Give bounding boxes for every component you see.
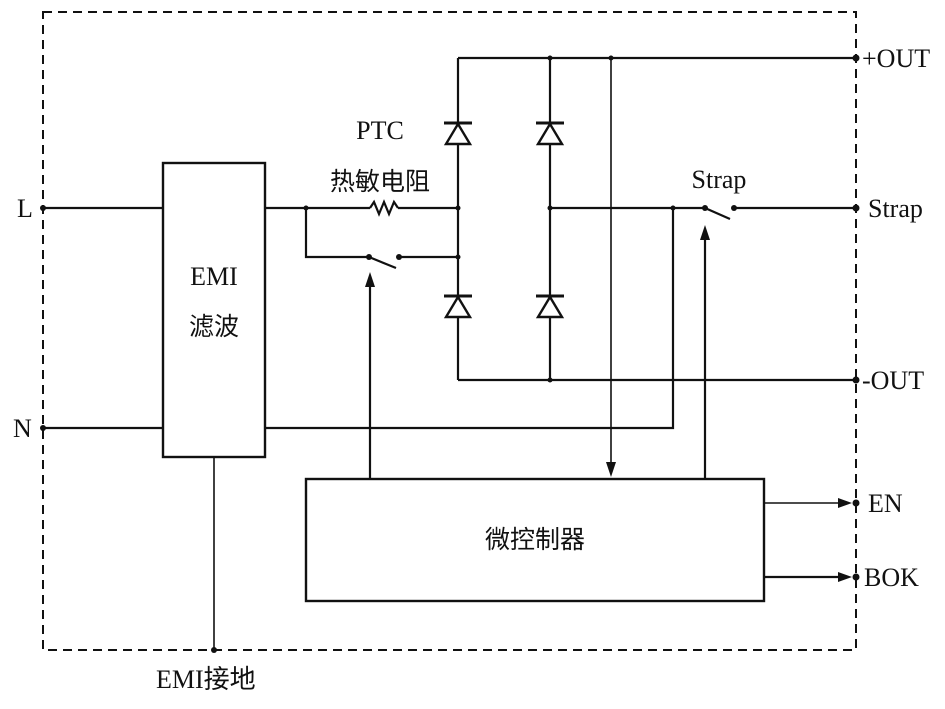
strap-terminal-dot xyxy=(852,204,860,212)
diode-top-right-icon xyxy=(535,121,565,146)
terminal-bok-label: BOK xyxy=(864,563,919,592)
diode-top-left-icon xyxy=(443,121,473,146)
out-negative-terminal-dot xyxy=(852,376,860,384)
emi-filter-block xyxy=(161,161,267,459)
out-positive-terminal-dot xyxy=(852,54,860,62)
ptc-resistor-icon xyxy=(369,199,399,217)
junction-dot xyxy=(547,55,553,61)
bypass-switch-icon xyxy=(368,255,397,270)
strap-control-arrow-icon xyxy=(700,225,710,240)
en-arrow-icon xyxy=(838,498,852,508)
n-filtered-wire xyxy=(265,208,675,430)
relay-control-arrow-icon xyxy=(365,272,375,287)
terminal-l-label: L xyxy=(17,194,33,223)
emi-filter-label: EMI xyxy=(190,262,238,291)
terminal-emi-ground-label: EMI接地 xyxy=(156,665,256,694)
n-terminal-dot xyxy=(40,425,46,431)
strap-switch-label: Strap xyxy=(692,165,747,194)
microcontroller-block xyxy=(304,477,766,603)
terminal-en-label: EN xyxy=(868,489,903,518)
strap-switch-icon xyxy=(704,206,731,221)
module-boundary xyxy=(42,11,857,651)
junction-dot xyxy=(547,377,553,383)
voltage-sense-arrow-icon xyxy=(606,462,616,477)
emi-ground-dot xyxy=(211,647,217,653)
emi-filter-sublabel: 滤波 xyxy=(189,312,239,341)
microcontroller-label: 微控制器 xyxy=(485,525,585,554)
diode-bottom-right-icon xyxy=(535,294,565,319)
bok-terminal-dot xyxy=(852,573,860,581)
en-terminal-dot xyxy=(852,499,860,507)
bypass-wire-left xyxy=(304,208,369,259)
terminal-strap-label: Strap xyxy=(868,194,923,223)
l-terminal-dot xyxy=(40,205,46,211)
junction-dot xyxy=(455,205,461,211)
diode-bottom-left-icon xyxy=(443,294,473,319)
terminal-out-positive-label: +OUT xyxy=(862,44,930,73)
terminal-n-label: N xyxy=(13,414,32,443)
ptc-sublabel: 热敏电阻 xyxy=(330,167,430,196)
ptc-label: PTC xyxy=(356,116,404,145)
bok-arrow-icon xyxy=(838,572,852,582)
terminal-out-negative-label: -OUT xyxy=(862,366,924,395)
